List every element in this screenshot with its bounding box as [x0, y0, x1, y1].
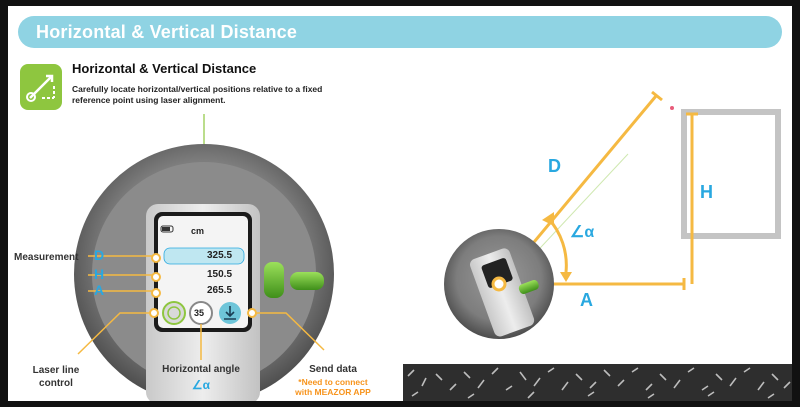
laser-line-control-label: Laser line control	[24, 364, 88, 390]
measurement-label: Measurement	[14, 252, 79, 263]
diagram-d-label: D	[548, 156, 561, 176]
letter-d: D	[94, 247, 105, 263]
laser-line-label-line1: Laser line	[32, 365, 80, 376]
horizontal-angle-label: Horizontal angle ∠α	[148, 364, 254, 392]
app-note-line2: with MEAZOR APP	[295, 387, 371, 397]
reading-a: 265.5	[207, 285, 233, 296]
angle-button[interactable]: 35	[194, 308, 205, 318]
feature-description-line-1: Carefully locate horizontal/vertical pos…	[72, 84, 323, 94]
send-data-text: Send data	[309, 364, 357, 375]
feature-description: Carefully locate horizontal/vertical pos…	[72, 84, 372, 106]
horizontal-angle-text: Horizontal angle	[162, 364, 240, 375]
banner-title: Horizontal & Vertical Distance	[36, 22, 298, 42]
title-banner: Horizontal & Vertical Distance	[18, 16, 782, 48]
diagram-angle-label: ∠α	[570, 224, 595, 241]
app-note-line1: *Need to connect	[298, 377, 368, 387]
floor-texture	[403, 364, 792, 401]
letter-h: H	[94, 266, 105, 282]
unit-label: cm	[191, 226, 205, 236]
laser-line-label-line2: control	[39, 378, 73, 389]
reading-d: 325.5	[207, 250, 233, 261]
angle-symbol: ∠α	[191, 378, 211, 392]
letter-a: A	[94, 282, 105, 298]
target-wall	[681, 109, 781, 239]
reading-h: 150.5	[207, 269, 233, 280]
horizontal-vertical-distance-icon	[20, 64, 62, 110]
device-illustration	[74, 90, 792, 401]
feature-title: Horizontal & Vertical Distance	[72, 61, 257, 76]
infographic-frame: Horizontal & Vertical Distance Horizonta…	[8, 6, 792, 401]
diagram-h-label: H	[700, 182, 713, 202]
send-data-label: Send data	[288, 364, 378, 375]
feature-description-line-2: reference point using laser alignment.	[72, 95, 226, 105]
app-connect-note: *Need to connect with MEAZOR APP	[288, 377, 378, 397]
diagram-a-label: A	[580, 290, 593, 310]
